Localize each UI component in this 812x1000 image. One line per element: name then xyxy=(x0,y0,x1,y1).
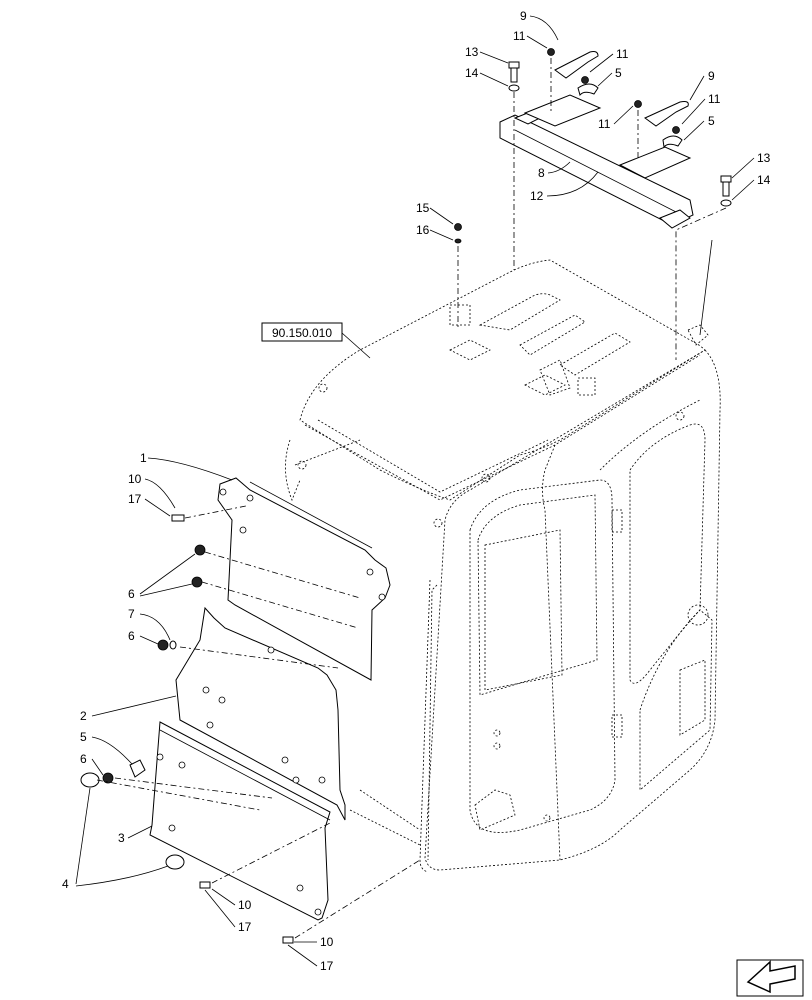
callout-6: 6 xyxy=(80,752,87,766)
callout-17: 17 xyxy=(238,920,252,934)
callout-3: 3 xyxy=(118,831,125,845)
callout-10: 10 xyxy=(238,898,252,912)
callout-1: 1 xyxy=(140,451,147,465)
operator-cab xyxy=(285,239,721,873)
grab-handle-left xyxy=(554,51,599,79)
cross-beam xyxy=(499,114,694,226)
back-plate-2 xyxy=(175,606,346,821)
callout-14: 14 xyxy=(757,173,771,187)
callout-5: 5 xyxy=(708,114,715,128)
callout-6: 6 xyxy=(128,629,135,643)
roof-bracket-assembly xyxy=(454,48,732,360)
callout-11: 11 xyxy=(513,29,526,43)
reference-code: 90.150.010 xyxy=(272,326,332,340)
callout-9: 9 xyxy=(520,9,527,23)
callout-2: 2 xyxy=(80,709,87,723)
callout-13: 13 xyxy=(465,45,479,59)
callout-8: 8 xyxy=(538,166,545,180)
callout-10: 10 xyxy=(320,935,334,949)
mounting-plate-left xyxy=(523,94,602,127)
callout-14: 14 xyxy=(465,66,479,80)
grab-handle-right xyxy=(644,101,689,127)
callout-6: 6 xyxy=(128,587,135,601)
callout-10: 10 xyxy=(128,472,142,486)
callout-16: 16 xyxy=(416,223,430,237)
cap-plug-lower xyxy=(165,854,185,870)
callout-5: 5 xyxy=(615,66,622,80)
callout-4: 4 xyxy=(62,877,69,891)
rear-panel-stack xyxy=(80,477,421,944)
callout-11: 11 xyxy=(708,92,721,106)
callout-17: 17 xyxy=(128,492,142,506)
callout-5: 5 xyxy=(80,730,87,744)
callout-9: 9 xyxy=(708,69,715,83)
callout-17: 17 xyxy=(320,959,334,973)
callout-13: 13 xyxy=(757,151,771,165)
callout-7: 7 xyxy=(128,607,135,621)
callout-12: 12 xyxy=(530,189,544,203)
cap-plug-upper xyxy=(80,772,100,788)
arrow-previous-icon[interactable] xyxy=(736,959,804,997)
lower-plate-3 xyxy=(149,721,331,921)
reference-box[interactable]: 90.150.010 xyxy=(261,322,371,359)
callout-labels: 9 11 11 13 14 5 9 11 11 5 8 12 13 14 15 … xyxy=(62,9,771,973)
callout-11: 11 xyxy=(616,47,629,61)
callout-11: 11 xyxy=(598,117,611,131)
mounting-plate-right xyxy=(618,146,692,179)
callout-15: 15 xyxy=(416,201,430,215)
